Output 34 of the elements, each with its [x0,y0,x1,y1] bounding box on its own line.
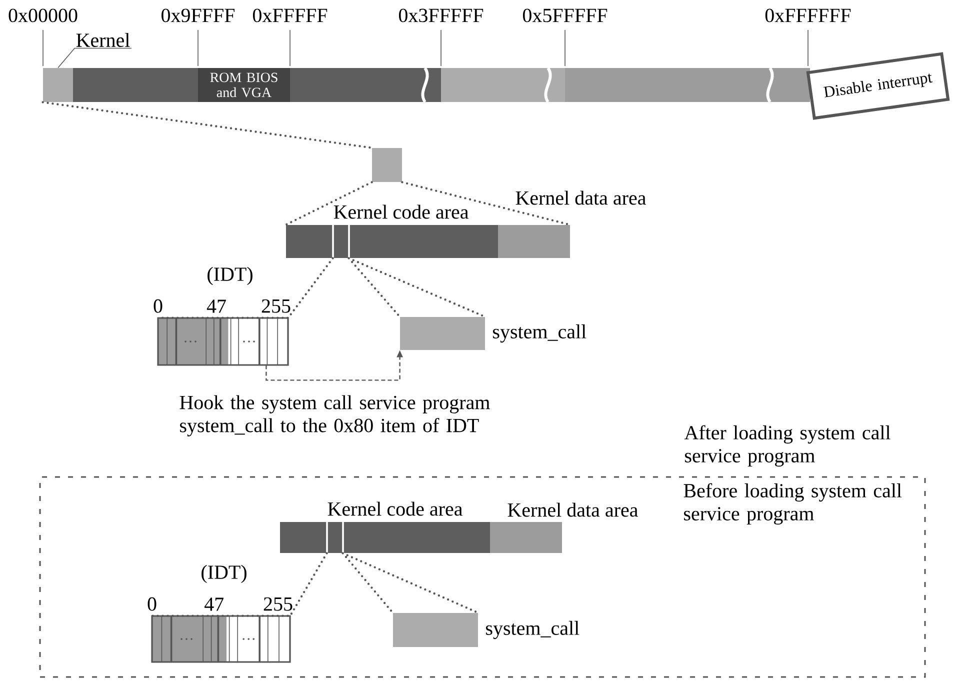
address-label: 0x3FFFFF [398,8,484,22]
index-label: 255 [264,597,292,611]
index-label: 47 [204,598,224,611]
area-label: Kernel code area [332,204,470,220]
area-label: Kernel data area [514,190,648,206]
address-label: 0x5FFFFF [522,8,608,22]
address-label: 0xFFFFF [252,8,328,22]
segment-label: Kernel [76,32,130,48]
zoomed-segment [372,148,402,182]
routine-label: system_call [486,620,580,640]
zoom-line [150,552,328,617]
index-label: 47 [206,300,226,313]
frame-caption: Before loading system call service program [682,482,916,526]
zoom-line [342,552,480,614]
kernel-segment [43,68,73,102]
dashed-frame [39,476,926,678]
node-label: Disable interrupt [823,74,933,98]
address-label: 0x00000 [8,8,78,22]
address-label: 0xFFFFFF [765,8,851,22]
table-title: (IDT) [202,564,246,584]
area-label: Kernel data area [506,502,640,518]
leader-line [58,48,132,68]
zoom-line [42,101,373,149]
routine-label: system_call [493,324,586,343]
note: After loading system call service program [684,425,890,467]
note: Hook the system call service program system_call to the 0x80 item of IDT [180,395,490,436]
address-label: 0x9FFFF [162,8,235,22]
area-label: Kernel code area [326,500,464,517]
status-box: Disable interrupt [806,52,950,120]
memory-segment: ROM BIOS and VGA [198,68,290,102]
index-label: 0 [154,299,162,313]
table-title: (IDT) [208,266,252,286]
index-label: 255 [262,299,290,313]
index-label: 0 [148,597,156,611]
